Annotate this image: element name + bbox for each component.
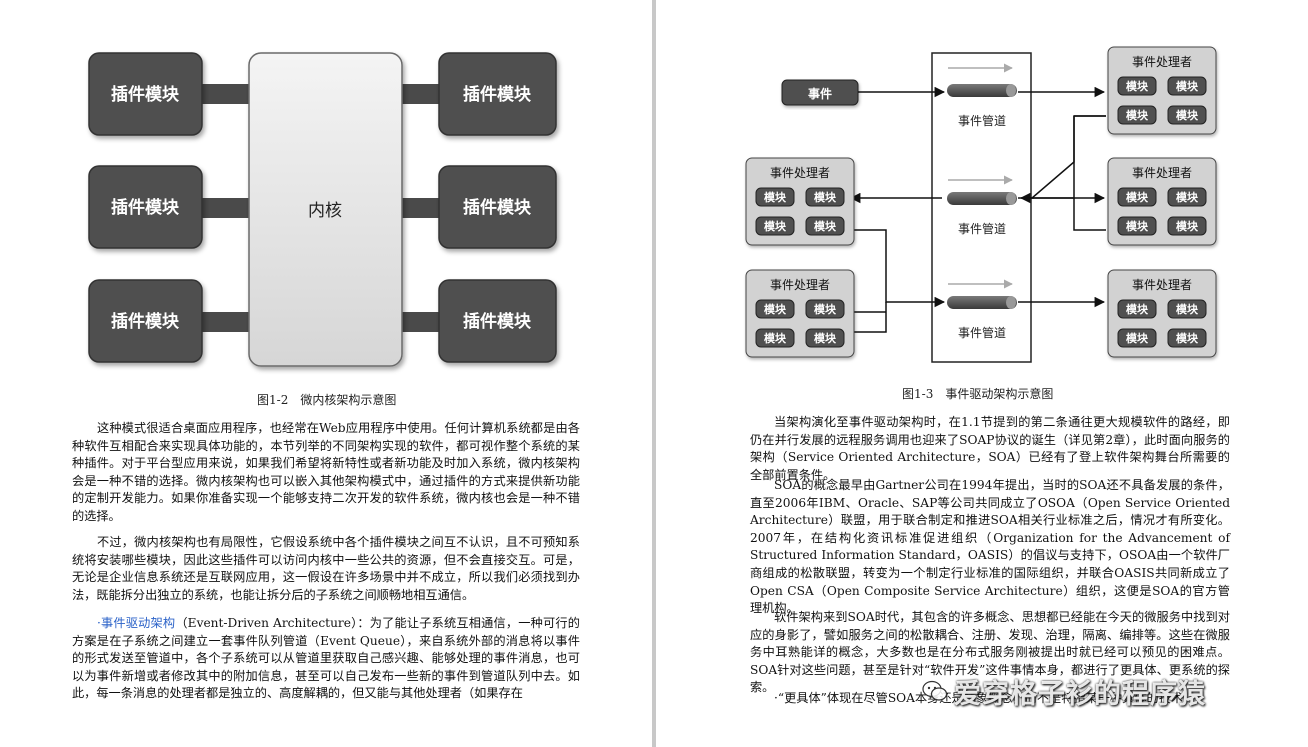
event-handler-label: 事件处理者 (770, 278, 830, 292)
plugin-module-label: 插件模块 (111, 84, 180, 105)
module-label: 模块 (1126, 79, 1149, 93)
event-label: 事件 (808, 86, 832, 101)
paragraph-text: 当架构演化至事件驱动架构时，在1.1节提到的第二条通往更大规模软件的路经，即仍在… (750, 415, 1230, 482)
module-label: 模块 (1126, 190, 1149, 204)
flow-arrows (849, 86, 1106, 333)
kernel-box: 内核 (248, 52, 403, 367)
right-page: 事件 事件管道 事件管道 事件管道 (656, 0, 1308, 747)
plugin-module-label: 插件模块 (463, 311, 532, 332)
paragraph: 软件架构来到SOA时代，其包含的许多概念、思想都已经能在今天的微服务中找到对应的… (750, 609, 1230, 697)
module-label: 模块 (814, 190, 837, 204)
paragraph-text: 软件架构来到SOA时代，其包含的许多概念、思想都已经能在今天的微服务中找到对应的… (750, 610, 1230, 695)
event-handler-label: 事件处理者 (1132, 55, 1192, 69)
module-label: 模块 (764, 219, 787, 233)
event-handler: 事件处理者 模块 模块 模块 模块 (745, 269, 855, 358)
event-handler-label: 事件处理者 (770, 166, 830, 180)
paragraph-text: 这种模式很适合桌面应用程序，也经常在Web应用程序中使用。任何计算机系统都是由各… (72, 421, 580, 523)
module-label: 模块 (1176, 219, 1199, 233)
plugin-module: 插件模块 (438, 165, 557, 249)
plugin-module-label: 插件模块 (463, 84, 532, 105)
paragraph: ·“更具体”体现在尽管SOA本身还是抽象概念，而不是特指某一种具体的技术， (750, 690, 1230, 708)
plugin-module: 插件模块 (88, 52, 203, 136)
connector-bars (200, 84, 442, 332)
event-handler: 事件处理者 模块 模块 模块 模块 (745, 157, 855, 246)
event-pipe-label: 事件管道 (958, 113, 1006, 128)
event-handler-label: 事件处理者 (1132, 278, 1192, 292)
module-label: 模块 (814, 302, 837, 316)
module-label: 模块 (1126, 331, 1149, 345)
event-handler: 事件处理者 模块 模块 模块 模块 (1107, 46, 1217, 135)
event-pipe: 事件管道 (947, 63, 1017, 128)
module-label: 模块 (1126, 302, 1149, 316)
paragraph: 不过，微内核架构也有局限性，它假设系统中各个插件模块之间互不认识，且不可预知系统… (72, 534, 580, 604)
paragraph: 当架构演化至事件驱动架构时，在1.1节提到的第二条通往更大规模软件的路经，即仍在… (750, 414, 1230, 484)
plugin-module-label: 插件模块 (463, 197, 532, 218)
plugin-module-label: 插件模块 (111, 197, 180, 218)
plugin-module: 插件模块 (438, 52, 557, 136)
plugin-module: 插件模块 (88, 279, 203, 363)
module-label: 模块 (1176, 79, 1199, 93)
event-pipe-label: 事件管道 (958, 221, 1006, 236)
module-label: 模块 (1126, 219, 1149, 233)
paragraph: ·事件驱动架构（Event-Driven Architecture）：为了能让子… (72, 615, 580, 703)
event-handler: 事件处理者 模块 模块 模块 模块 (1107, 269, 1217, 358)
paragraph-text: （Event-Driven Architecture）：为了能让子系统互相通信，… (72, 616, 580, 701)
wechat-icon (922, 680, 948, 701)
event-driven-term-link[interactable]: ·事件驱动架构 (97, 616, 176, 630)
page-gutter (652, 0, 656, 747)
event-driven-diagram: 事件 事件管道 事件管道 事件管道 (745, 46, 1217, 363)
event-source: 事件 (781, 79, 859, 106)
paragraph: 这种模式很适合桌面应用程序，也经常在Web应用程序中使用。任何计算机系统都是由各… (72, 420, 580, 526)
event-channel (931, 52, 1032, 363)
event-pipe: 事件管道 (947, 175, 1017, 236)
plugin-module-label: 插件模块 (111, 311, 180, 332)
paragraph-text: 不过，微内核架构也有局限性，它假设系统中各个插件模块之间互不认识，且不可预知系统… (72, 535, 580, 602)
figure-caption: 图1-3 事件驱动架构示意图 (902, 387, 1054, 401)
kernel-label: 内核 (308, 201, 342, 221)
watermark: 爱穿格子衫的程序猿 (922, 672, 1282, 712)
paragraph-text: SOA的概念最早由Gartner公司在1994年提出，当时的SOA还不具备发展的… (750, 478, 1230, 616)
paragraph-text: ·“更具体”体现在尽管SOA本身还是抽象概念，而不是特指某一种具体的技术， (774, 691, 1196, 705)
module-label: 模块 (764, 190, 787, 204)
module-label: 模块 (1176, 108, 1199, 122)
left-page: 内核 插件模块 插件模块 插件模块 插件模块 插件模块 插件模块 图1-2 微内… (0, 0, 652, 747)
plugin-module: 插件模块 (438, 279, 557, 363)
module-label: 模块 (1176, 190, 1199, 204)
event-handler: 事件处理者 模块 模块 模块 模块 (1107, 157, 1217, 246)
microkernel-diagram: 内核 插件模块 插件模块 插件模块 插件模块 插件模块 插件模块 (88, 52, 557, 367)
module-label: 模块 (1126, 108, 1149, 122)
paragraph: SOA的概念最早由Gartner公司在1994年提出，当时的SOA还不具备发展的… (750, 477, 1230, 618)
module-label: 模块 (764, 302, 787, 316)
event-pipe-label: 事件管道 (958, 325, 1006, 340)
module-label: 模块 (764, 331, 787, 345)
event-handler-label: 事件处理者 (1132, 166, 1192, 180)
module-label: 模块 (1176, 302, 1199, 316)
plugin-module: 插件模块 (88, 165, 203, 249)
figure-caption: 图1-2 微内核架构示意图 (257, 393, 397, 407)
watermark-text: 爱穿格子衫的程序猿 (954, 679, 1206, 710)
module-label: 模块 (814, 331, 837, 345)
module-label: 模块 (1176, 331, 1199, 345)
event-pipe: 事件管道 (947, 279, 1017, 340)
module-label: 模块 (814, 219, 837, 233)
